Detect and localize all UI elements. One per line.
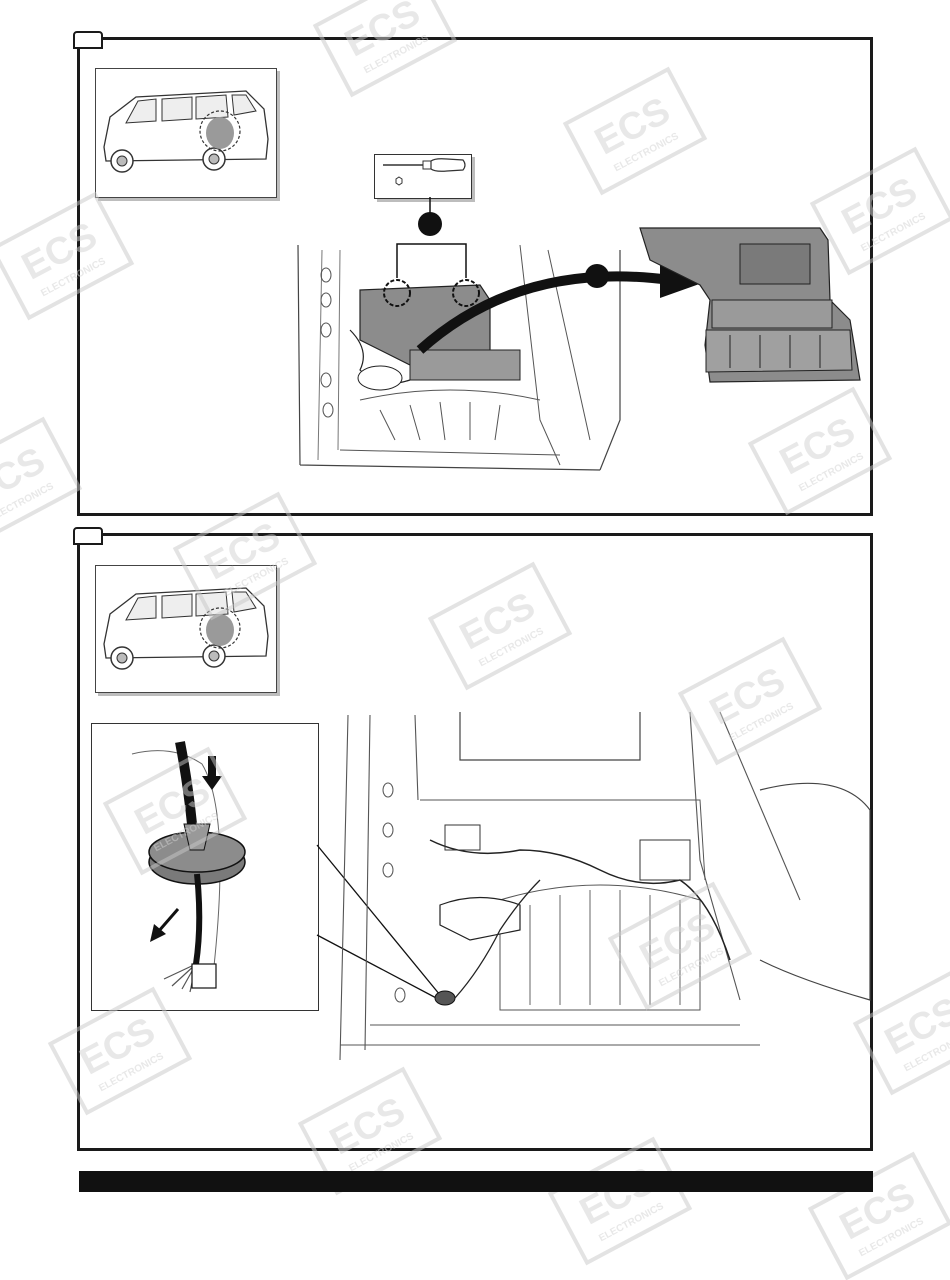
grommet-location (435, 991, 455, 1005)
step-2-rear-interior-drawing (0, 0, 950, 1160)
footer-bar (79, 1171, 873, 1192)
